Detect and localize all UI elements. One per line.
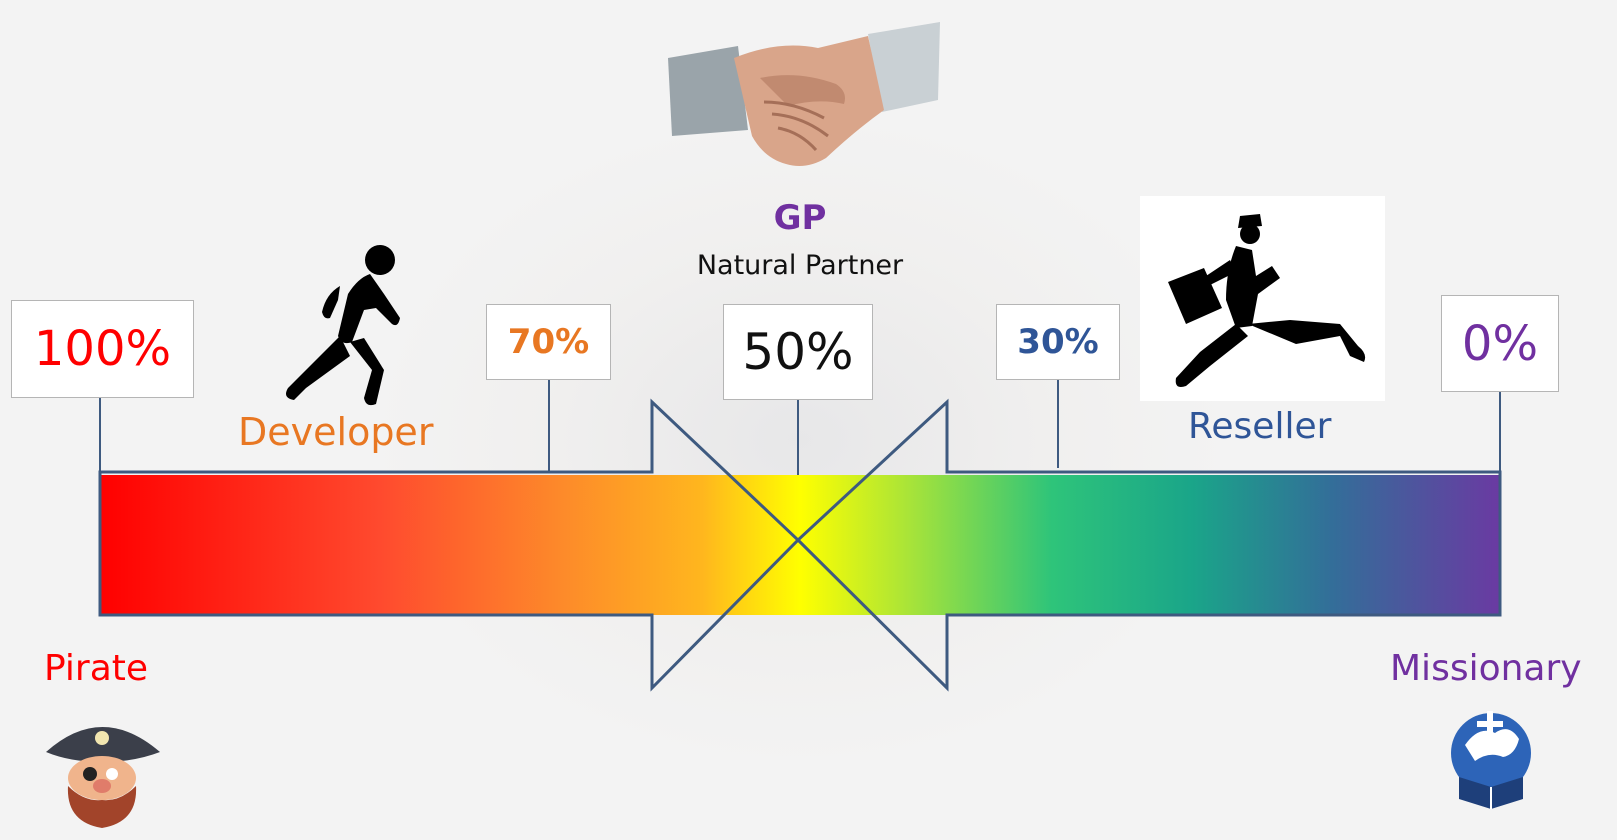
pirate-label: Pirate	[44, 648, 149, 689]
percent-70-text: 70%	[507, 322, 590, 362]
percent-100-text: 100%	[33, 321, 172, 377]
percent-box-100: 100%	[11, 300, 194, 398]
businessman-with-briefcase-icon	[1140, 196, 1385, 401]
missionary-globe-icon	[1451, 711, 1531, 809]
percent-box-30: 30%	[996, 304, 1120, 380]
developer-label: Developer	[238, 410, 434, 454]
percent-box-0: 0%	[1441, 295, 1559, 392]
gp-title: GP	[773, 198, 827, 238]
pirate-icon	[46, 727, 160, 828]
reseller-label: Reseller	[1188, 406, 1332, 447]
percent-30-text: 30%	[1017, 322, 1099, 362]
running-man-icon	[286, 245, 400, 406]
missionary-label: Missionary	[1390, 648, 1582, 689]
right-arrow-outline	[795, 398, 1502, 692]
percent-box-70: 70%	[486, 304, 611, 380]
background-glow	[380, 120, 1220, 760]
percent-50-text: 50%	[742, 323, 854, 381]
natural-partner-label: Natural Partner	[696, 250, 904, 281]
percent-box-50: 50%	[723, 304, 873, 400]
handshake-icon	[668, 22, 940, 166]
percent-0-text: 0%	[1461, 315, 1539, 372]
spectrum-bar	[100, 475, 1500, 615]
left-arrow-outline	[98, 398, 801, 692]
